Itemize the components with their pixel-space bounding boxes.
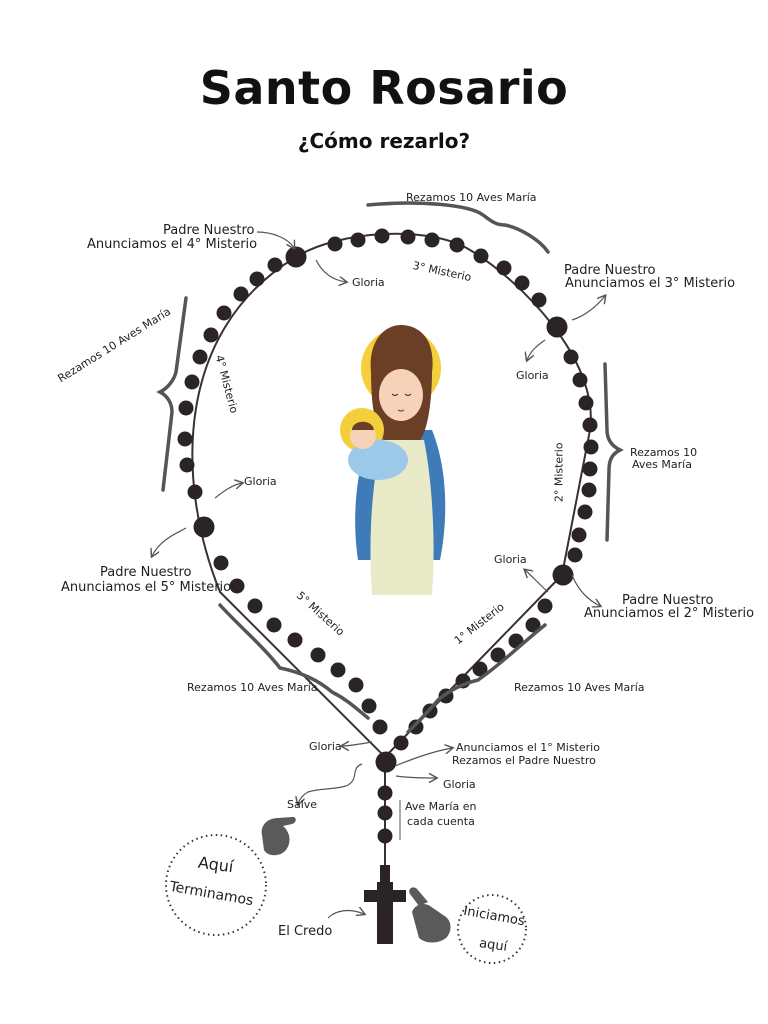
bead-ave-maria [571,527,587,543]
brace-right [603,362,624,542]
label-gloria-center: Gloria [309,740,342,753]
bead-ave-maria [583,439,599,455]
bead-padre-nuestro [193,516,215,538]
pointing-hand-icon [409,887,451,943]
bead-ave-maria [249,271,265,287]
bead-ave-maria [372,719,388,735]
bead-ave-maria [531,292,547,308]
iniciamos-aqui-circle [457,894,527,964]
bead-ave-maria [400,229,416,245]
virgin-mary-illustration [340,325,446,595]
label-padre2-line2: Anunciamos el 2° Misterio [584,606,755,621]
bead-ave-maria [233,286,249,302]
bead-ave-maria [525,617,541,633]
label-gloria-top: Gloria [352,276,385,289]
label-misterio-2: 2° Misterio [552,442,566,503]
bead-ave-maria [563,349,579,365]
label-ave-cada-line1: Ave María en [405,800,477,813]
page-subtitle: ¿Cómo rezarlo? [297,129,471,153]
label-el-credo: El Credo [278,924,333,939]
bead-ave-maria [393,735,409,751]
label-padre4-line1: Padre Nuestro [163,223,255,238]
bead-padre-nuestro [546,316,568,338]
label-padre3-line2: Anunciamos el 3° Misterio [565,276,736,291]
bead-ave-maria [178,400,194,416]
label-aves-right-line1: Rezamos 10 [630,446,698,459]
label-gloria-stem: Gloria [443,778,476,791]
bead-ave-maria [377,785,393,801]
brace-bottom-right [406,623,547,734]
bead-ave-maria [567,547,583,563]
label-gloria-left: Gloria [244,475,277,488]
bead-ave-maria [216,305,232,321]
bead-ave-maria [424,232,440,248]
bead-padre-nuestro [552,564,574,586]
bead-ave-maria [348,677,364,693]
label-gloria-right: Gloria [494,553,527,566]
bead-ave-maria [203,327,219,343]
page-title: Santo Rosario [199,61,569,115]
brace-left [156,296,188,492]
label-gloria-right-top: Gloria [516,369,549,382]
bead-ave-maria [496,260,512,276]
label-aves-bottom-left: Rezamos 10 Aves María [187,681,318,694]
bead-padre-nuestro [375,751,397,773]
pointing-hand-icon [261,816,296,856]
bead-ave-maria [177,431,193,447]
bead-ave-maria [330,662,346,678]
bead-ave-maria [408,719,424,735]
bead-ave-maria [582,417,598,433]
bead-ave-maria [192,349,208,365]
bead-ave-maria [361,698,377,714]
bead-ave-maria [377,828,393,844]
bead-ave-maria [572,372,588,388]
bead-ave-maria [581,482,597,498]
bead-ave-maria [179,457,195,473]
brace-bottom-left [218,603,370,720]
bead-ave-maria [472,661,488,677]
label-aves-right-line2: Aves María [632,458,692,471]
label-padre2-line1: Padre Nuestro [622,593,714,608]
bead-ave-maria [377,805,393,821]
bead-ave-maria [187,484,203,500]
braces [156,201,624,734]
bead-ave-maria [449,237,465,253]
cross-icon [364,865,406,944]
bead-ave-maria [229,578,245,594]
bead-ave-maria [473,248,489,264]
bead-ave-maria [213,555,229,571]
bead-ave-maria [578,395,594,411]
label-salve: Salve [287,798,318,811]
label-padre5-line1: Padre Nuestro [100,565,192,580]
brace-top [366,201,550,254]
label-anuncia1-line2: Rezamos el Padre Nuestro [452,754,596,767]
label-aves-top: Rezamos 10 Aves María [406,191,537,204]
bead-ave-maria [582,461,598,477]
bead-ave-maria [490,647,506,663]
bead-ave-maria [514,275,530,291]
label-anuncia1-line1: Anunciamos el 1° Misterio [456,741,600,754]
bead-ave-maria [266,617,282,633]
bead-ave-maria [287,632,303,648]
bead-ave-maria [537,598,553,614]
arrows [152,231,605,919]
label-ave-cada-line2: cada cuenta [407,815,475,828]
bead-ave-maria [184,374,200,390]
bead-padre-nuestro [285,246,307,268]
label-padre4-line2: Anunciamos el 4° Misterio [87,237,258,252]
bead-ave-maria [267,257,283,273]
bead-ave-maria [327,236,343,252]
bead-ave-maria [577,504,593,520]
rosary-beads [177,228,599,844]
bead-ave-maria [374,228,390,244]
bead-ave-maria [350,232,366,248]
bead-ave-maria [310,647,326,663]
label-padre3-line1: Padre Nuestro [564,263,656,278]
bead-ave-maria [247,598,263,614]
label-padre5-line2: Anunciamos el 5° Misterio [61,580,232,595]
aqui-terminamos-circle [165,834,267,936]
label-aves-bottom-right: Rezamos 10 Aves María [514,681,645,694]
